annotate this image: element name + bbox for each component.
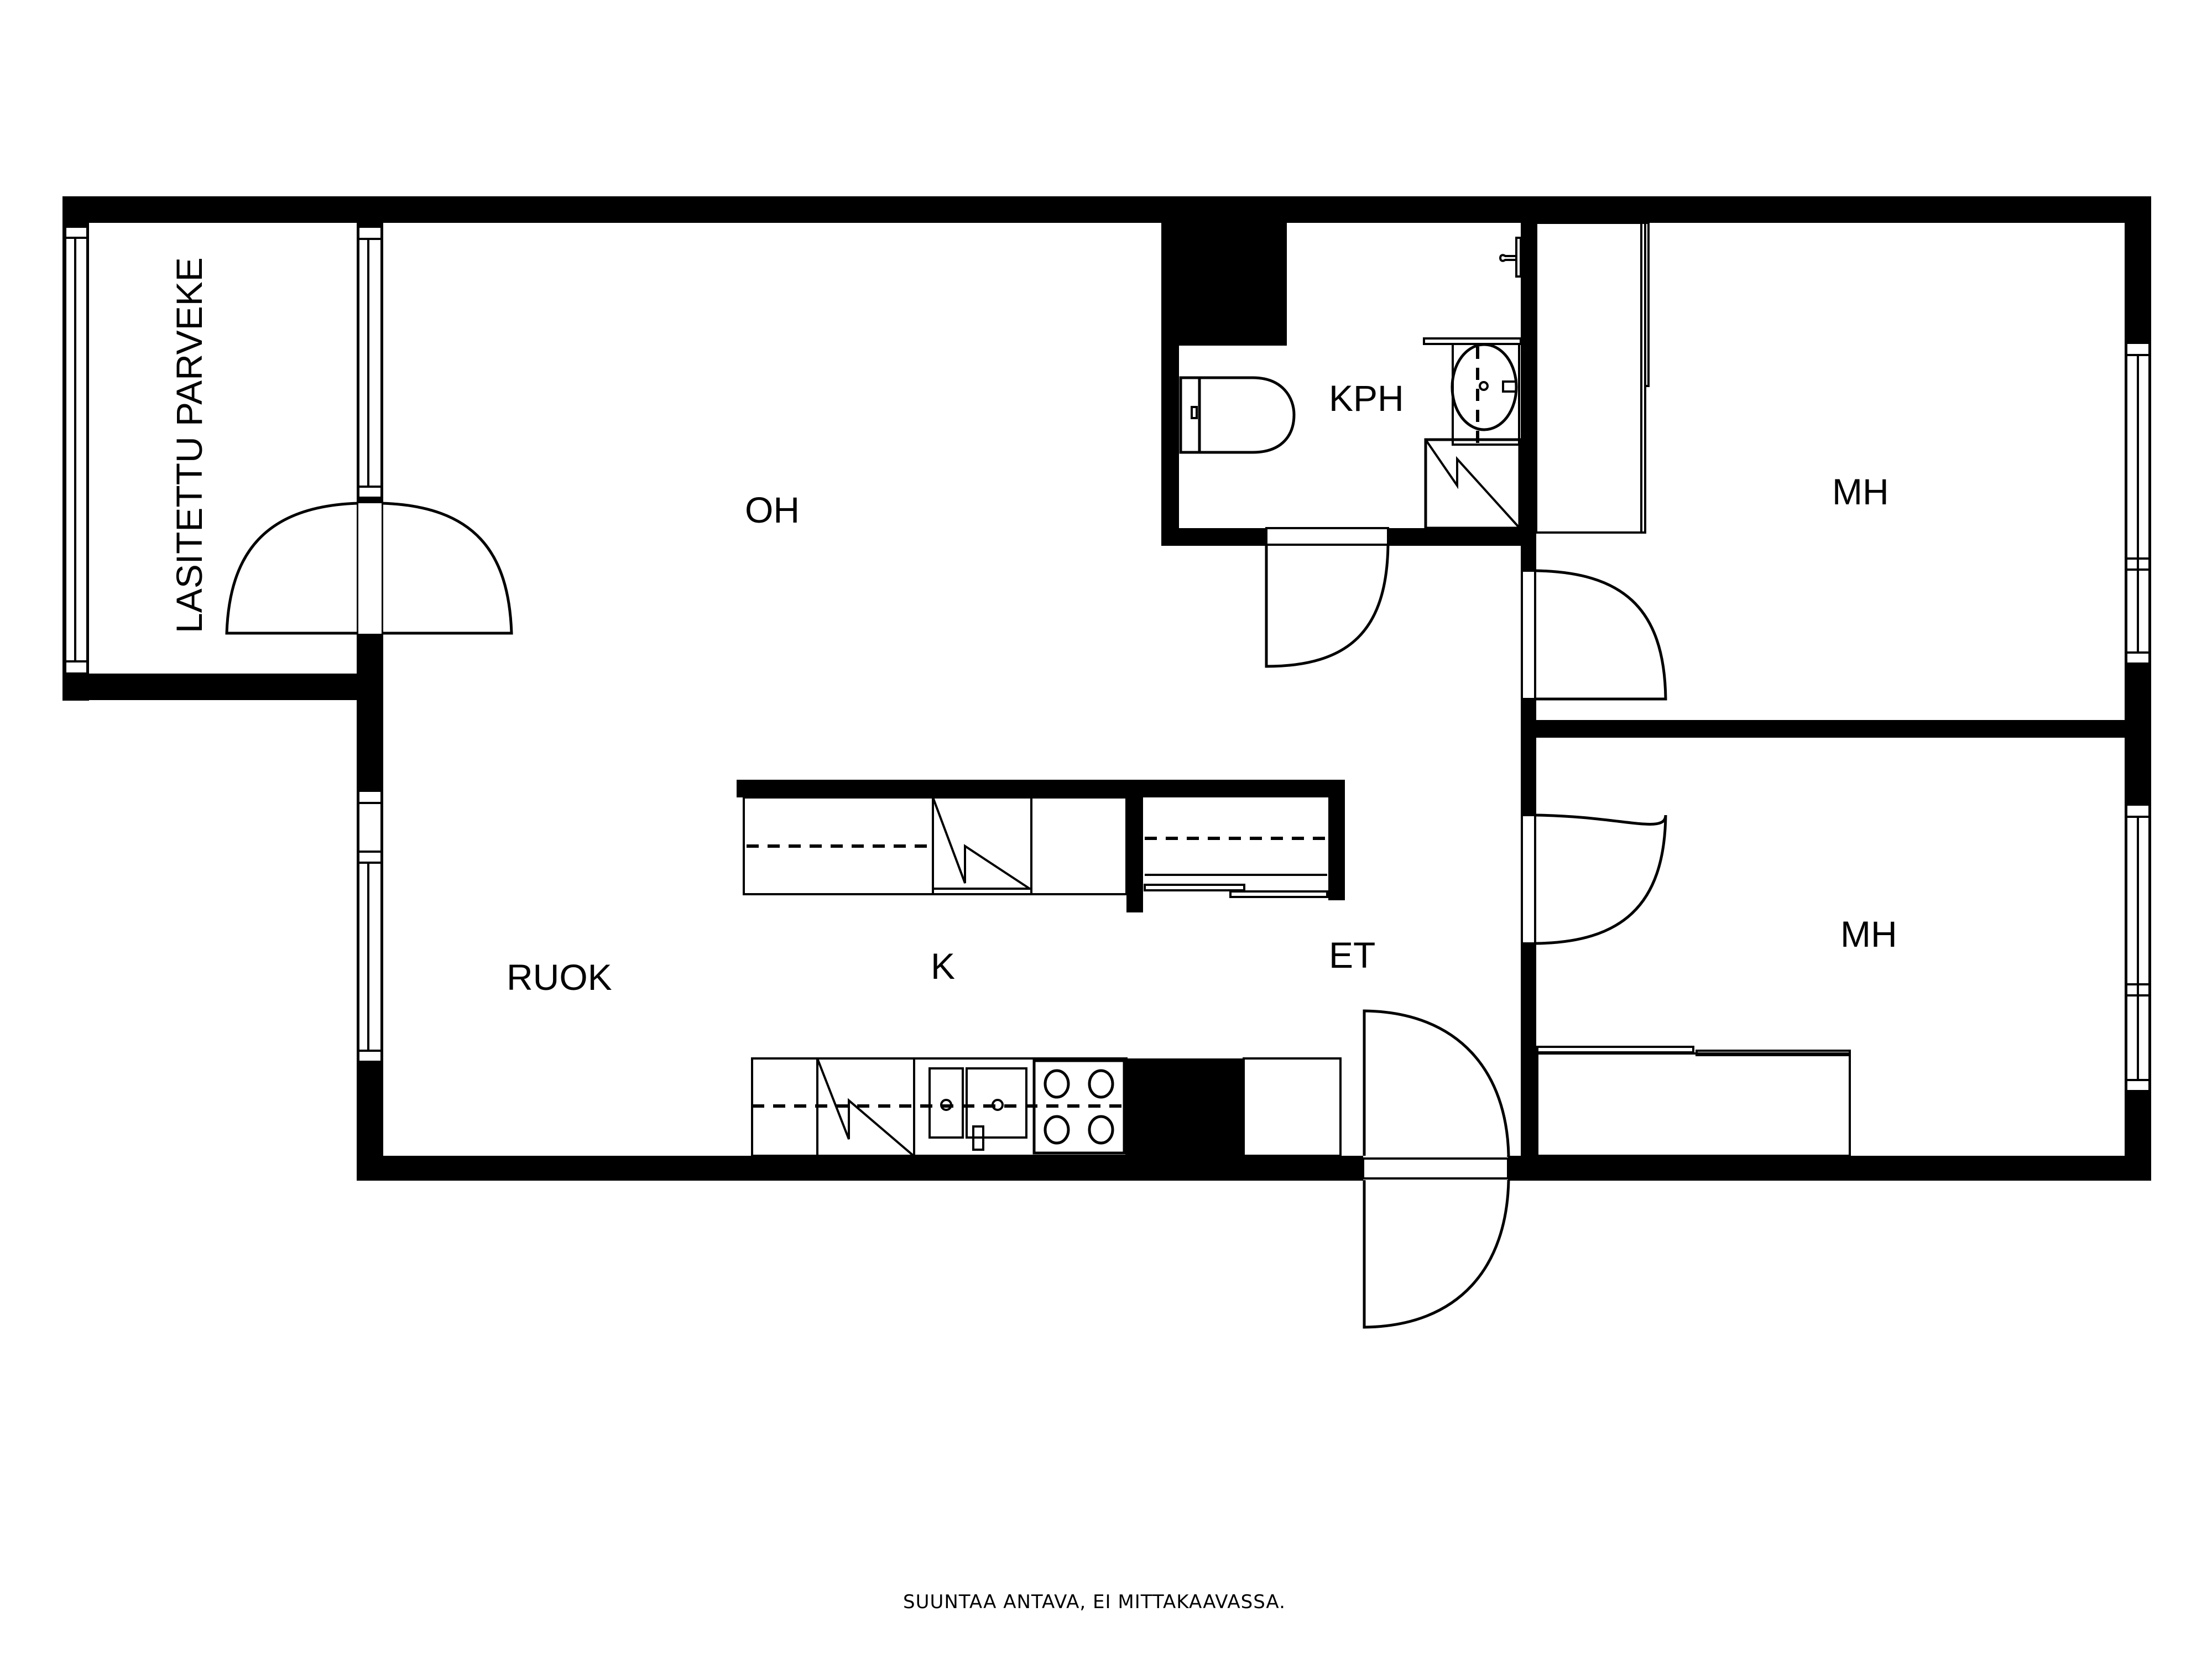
- balcony-door-left-icon: [225, 502, 359, 635]
- stove-icon: [1032, 1059, 1126, 1155]
- bedroom1-door-icon: [1536, 569, 1667, 701]
- bathroom-door-icon: [1265, 544, 1390, 668]
- bathroom-fixtures: [1179, 237, 1522, 530]
- bedroom2-door-icon: [1536, 813, 1667, 945]
- faucet-icon: [1499, 237, 1522, 278]
- balcony-door-right-icon: [381, 502, 513, 635]
- room-label-dining: RUOK: [507, 957, 612, 998]
- wardrobe-bedroom1: [1535, 222, 1650, 534]
- entry-door-outer-icon: [1363, 1180, 1510, 1329]
- kitchen-sink-icon: [928, 1067, 1027, 1151]
- washing-machine-icon: [1424, 438, 1521, 530]
- scale-disclaimer: SUUNTAA ANTAVA, EI MITTAKAAVASSA.: [903, 1591, 1286, 1613]
- room-label-bedroom-2: MH: [1840, 914, 1897, 954]
- sink-icon: [1423, 337, 1522, 449]
- room-labels: LASITETTU PARVEKE OH KPH MH MH RUOK K ET: [169, 257, 1897, 998]
- entry-door-inner-icon: [1363, 1009, 1510, 1156]
- door-swings: [225, 502, 1667, 1329]
- wardrobe-bedroom2: [1536, 1046, 1851, 1157]
- toilet-icon: [1179, 376, 1296, 454]
- room-label-bedroom-1: MH: [1832, 471, 1889, 512]
- room-label-living: OH: [745, 489, 800, 530]
- windows: [64, 226, 2151, 1180]
- room-label-balcony: LASITETTU PARVEKE: [169, 257, 210, 633]
- room-label-bathroom: KPH: [1329, 378, 1404, 419]
- room-label-kitchen: K: [931, 946, 955, 987]
- kitchen-counter: [751, 1057, 1342, 1157]
- room-label-entry: ET: [1329, 935, 1375, 975]
- kitchen-upper-cabinets: [743, 796, 1328, 898]
